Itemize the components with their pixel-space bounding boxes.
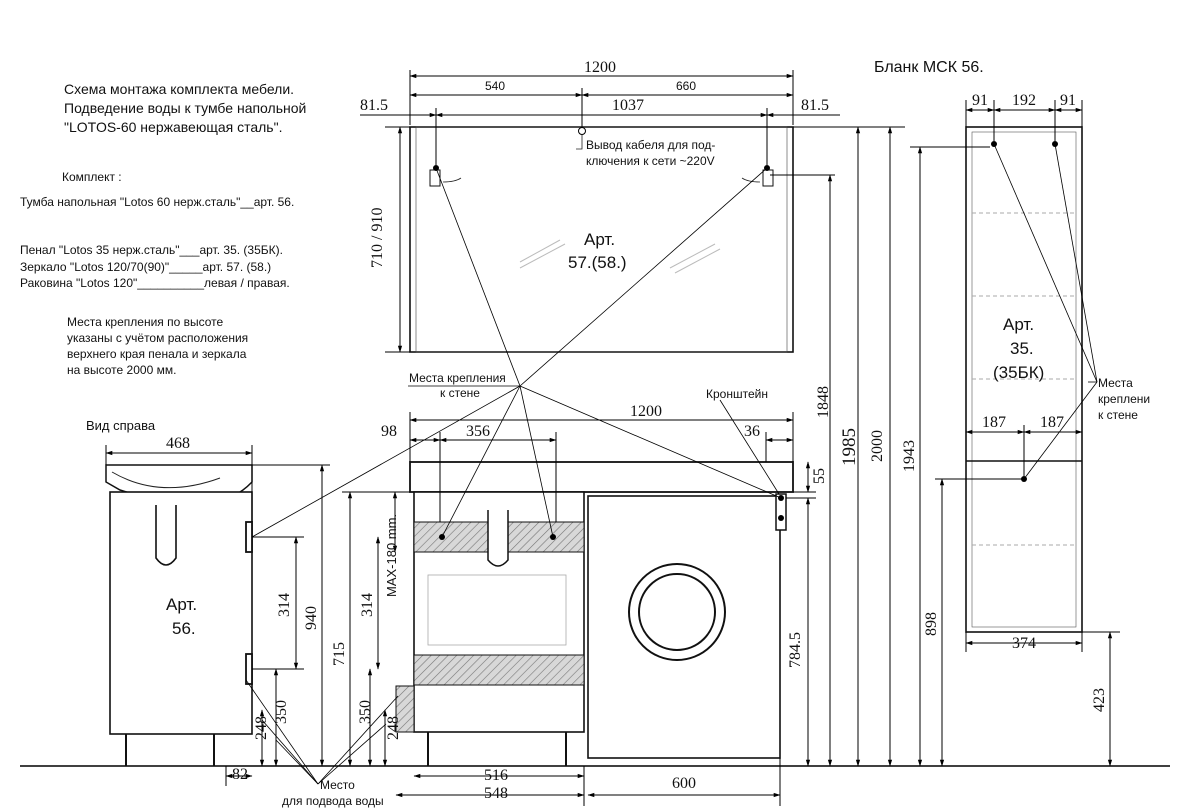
- bracket-label: Кронштейн: [706, 387, 768, 401]
- dim-side-depth: 468: [166, 435, 190, 452]
- dim-mirror-center: 1037: [612, 97, 644, 114]
- scheme-title-line-3: "LOTOS-60 нержавеющая сталь".: [64, 119, 283, 135]
- note-line: верхнего края пенала и зеркала: [67, 347, 247, 361]
- dim-pencil-left: 91: [972, 92, 988, 109]
- dim-mirror-margin-left: 81.5: [360, 97, 388, 114]
- dim-front-36: 36: [744, 423, 760, 440]
- dim-cab-516: 516: [484, 767, 508, 784]
- kit-item: Пенал "Lotos 35 нерж.сталь"___арт. 35. (…: [20, 243, 283, 257]
- mount-points-label: к стене: [440, 386, 480, 400]
- dim-pencil-width: 374: [1012, 635, 1036, 652]
- pencil-case-drawing: [965, 126, 1083, 633]
- pencil-article-number: 35.: [1010, 339, 1034, 358]
- dim-mirror-margin-right: 81.5: [801, 97, 829, 114]
- dim-front-55: 55: [811, 468, 828, 484]
- dim-mirror-left: 540: [485, 79, 506, 93]
- dim-pencil-half-right: 187: [1040, 414, 1064, 431]
- dim-front-356: 356: [466, 423, 490, 440]
- cabinet-article-label: Арт.: [166, 595, 198, 614]
- side-view-cabinet: [105, 464, 253, 766]
- kit-item: Раковина "Lotos 120"__________левая / пр…: [20, 276, 290, 290]
- dim-pencil-half-left: 187: [982, 414, 1006, 431]
- dim-front-98: 98: [381, 423, 397, 440]
- dim-front-248: 248: [385, 716, 402, 740]
- mirror-article-label: Арт.: [584, 230, 616, 249]
- front-cabinet-sink: [395, 461, 794, 766]
- pencil-article-variant: (35БК): [993, 363, 1045, 382]
- kit-item: Зеркало "Lotos 120/70(90)"_____арт. 57. …: [20, 260, 272, 274]
- dim-side-940: 940: [303, 606, 320, 630]
- dim-mirror-height: 710 / 910: [369, 207, 386, 268]
- water-supply-label: для подвода воды: [282, 794, 384, 808]
- pencil-article-label: Арт.: [1003, 315, 1035, 334]
- dim-front-715: 715: [331, 642, 348, 666]
- dim-mirror-right: 660: [676, 79, 697, 93]
- form-title: Бланк МСК 56.: [874, 59, 984, 76]
- mirror-article-number: 57.(58.): [568, 253, 627, 272]
- note-line: указаны с учётом расположения: [67, 331, 249, 345]
- max-height-label: MAX-180 mm.: [384, 513, 399, 597]
- mount-points-label: Места крепления: [409, 371, 506, 385]
- pencil-mount-label: Места: [1098, 376, 1133, 390]
- mirror-drawing: [409, 126, 794, 353]
- pencil-mount-label: креплени: [1098, 392, 1151, 406]
- dim-pencil-center: 192: [1012, 92, 1036, 109]
- dim-pencil-floor-gap: 423: [1091, 688, 1108, 712]
- dim-side-248: 248: [253, 716, 270, 740]
- dim-mirror-width: 1200: [584, 59, 616, 76]
- dim-1985: 1985: [839, 428, 860, 466]
- dim-sink-width: 1200: [630, 403, 662, 420]
- water-supply-label: Место: [320, 778, 355, 792]
- note-line: Места крепления по высоте: [67, 315, 224, 329]
- cable-outlet-label: ключения к сети ~220V: [586, 154, 715, 168]
- dim-1943: 1943: [901, 440, 918, 472]
- side-view-title: Вид справа: [86, 418, 156, 433]
- note-line: на высоте 2000 мм.: [67, 363, 177, 377]
- cabinet-article-number: 56.: [172, 619, 196, 638]
- dim-side-314: 314: [276, 593, 293, 617]
- scheme-title-line-1: Схема монтажа комплекта мебели.: [64, 81, 295, 97]
- kit-item: Тумба напольная "Lotos 60 нерж.сталь"__а…: [20, 195, 295, 209]
- dim-front-314: 314: [359, 593, 376, 617]
- pencil-mount-label: к стене: [1098, 408, 1138, 422]
- dim-cab-548: 548: [484, 785, 508, 802]
- dim-wm-600: 600: [672, 775, 696, 792]
- dim-2000: 2000: [869, 430, 886, 462]
- cable-outlet-label: Вывод кабеля для под-: [586, 138, 716, 152]
- scheme-title-line-2: Подведение воды к тумбе напольной: [64, 100, 307, 116]
- dim-side-350: 350: [273, 700, 290, 724]
- dim-side-82: 82: [232, 766, 248, 783]
- kit-title: Комплект :: [62, 170, 122, 184]
- dim-pencil-bottom: 898: [923, 612, 940, 636]
- dim-front-350: 350: [357, 700, 374, 724]
- dim-pencil-right: 91: [1060, 92, 1076, 109]
- dim-front-784-5: 784.5: [787, 632, 804, 668]
- dim-1848: 1848: [815, 386, 832, 418]
